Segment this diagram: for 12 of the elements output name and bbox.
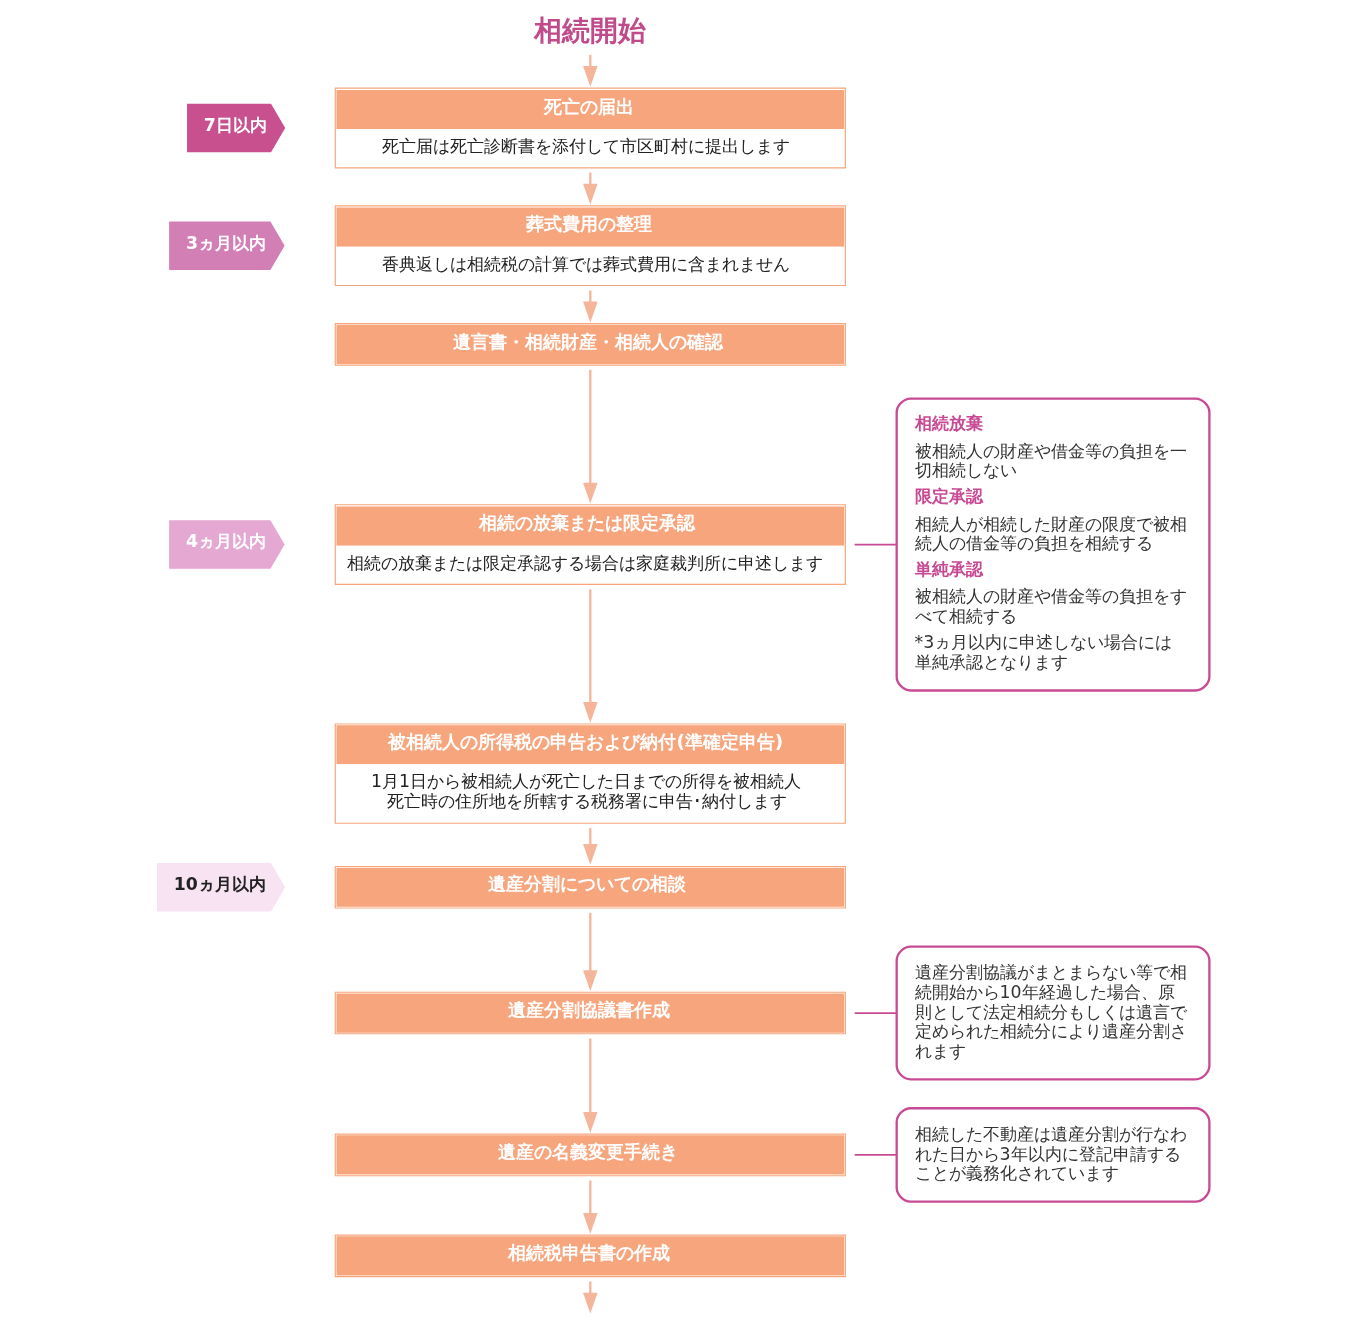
connector bbox=[853, 1012, 898, 1014]
node-box: 遺産分割協議がまとまらない等で相続開始から10年経過した場合、原則として法定相続分もしくは遺言で定められた相続分により遺産分割されます bbox=[895, 945, 1211, 1081]
connector bbox=[853, 1154, 898, 1156]
node-text: 相続開始 bbox=[534, 13, 647, 47]
arrow bbox=[583, 1180, 598, 1234]
node-box: 相続した不動産は遺産分割が行なわれた日から3年以内に登記申請することが義務化されています bbox=[895, 1107, 1211, 1203]
arrow bbox=[583, 369, 598, 504]
arrow bbox=[583, 589, 598, 723]
node-box: 相続放棄 被相続人の財産や借金等の負担を一切相続しない 限定承認 相続人が相続した財産の限度で被相続人の借金等の負担を相続する 単純承認 被相続人の財産や借金等の負担をすべて相続する *3ヵ月以内に申述しない場合には単純承認となります bbox=[895, 397, 1211, 692]
arrow bbox=[583, 1038, 598, 1133]
connector bbox=[853, 543, 898, 546]
arrow bbox=[583, 912, 598, 992]
